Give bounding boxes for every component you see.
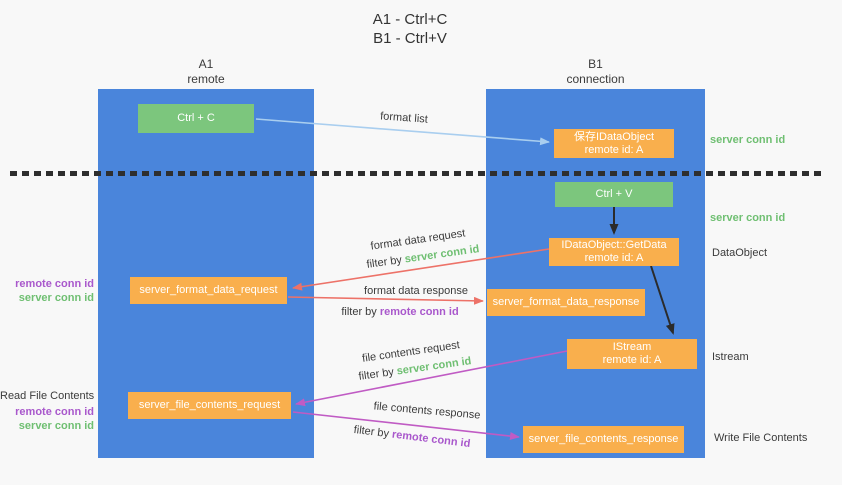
file-contents-response-label: file contents response [373,400,481,422]
filter-by-text-1: filter by [365,253,406,271]
column-header-a1: A1 remote [98,57,314,87]
write-file-contents-label: Write File Contents [714,432,808,444]
filter-by-text-4: filter by [353,423,393,441]
remote-conn-id-label-bottom-left: remote conn id [15,406,94,418]
ctrl-v-node: Ctrl + V [555,182,673,207]
format-data-response-label: format data response [364,285,468,297]
remote-conn-id-label-top-left: remote conn id [15,278,94,290]
format-data-response-arrow [287,296,484,305]
istream-line2: remote id: A [602,354,662,366]
server-conn-id-label-bottom-left: server conn id [18,420,94,432]
session-divider-dotted-line [10,171,823,176]
filter-by-remote-conn-id-label-2: filter by remote conn id [353,424,471,450]
getdata-line1: IDataObject::GetData [561,239,667,251]
file-request-label: server_file_contents_request [138,399,281,411]
ctrl-c-node: Ctrl + C [138,104,254,133]
server-file-contents-request-node: server_file_contents_request [128,392,291,419]
title-line-2: B1 - Ctrl+V [373,30,447,47]
save-idataobject-line1: 保存IDataObject [573,130,655,143]
server-format-data-request-node: server_format_data_request [130,277,287,304]
server-conn-id-label-mid-right: server conn id [710,212,786,224]
save-idataobject-line2: remote id: A [584,143,644,156]
title-line-1: A1 - Ctrl+C [372,11,448,28]
filter-by-text-3: filter by [357,365,398,383]
save-idataobject-node: 保存IDataObject remote id: A [554,129,674,158]
server-format-data-response-node: server_format_data_response [487,289,645,316]
conn-id-stack-top-left: remote conn id server conn id [0,277,94,305]
ctrl-v-label: Ctrl + V [595,188,633,200]
read-file-contents-label: Read File Contents [0,390,95,402]
server-file-contents-response-node: server_file_contents_response [523,426,684,453]
istream-line1: IStream [612,341,652,353]
remote-conn-id-text-1: remote conn id [379,306,459,318]
format-request-label: server_format_data_request [139,284,278,296]
conn-id-stack-bottom-left: remote conn id server conn id [0,405,94,433]
server-conn-id-label-top-right: server conn id [710,134,786,146]
idataobject-getdata-node: IDataObject::GetData remote id: A [549,238,679,266]
filter-by-text-2: filter by [341,306,380,318]
istream-node: IStream remote id: A [567,339,697,369]
getdata-line2: remote id: A [584,252,644,264]
server-conn-id-label-top-left: server conn id [18,292,94,304]
column-a1-name: A1 [198,57,214,71]
ctrl-c-label: Ctrl + C [177,112,215,124]
column-a1-role: remote [187,72,225,86]
format-list-label: format list [379,110,429,126]
diagram-title: A1 - Ctrl+C B1 - Ctrl+V [290,10,530,48]
file-response-label: server_file_contents_response [528,433,679,445]
column-b1-role: connection [566,72,625,86]
remote-conn-id-text-2: remote conn id [391,428,471,451]
dataobject-label: DataObject [712,247,768,259]
column-b1-name: B1 [588,57,603,71]
server-conn-id-text-1: server conn id [403,243,481,266]
format-response-label: server_format_data_response [492,296,640,308]
filter-by-remote-conn-id-label-1: filter by remote conn id [341,306,458,318]
istream-side-label: Istream [712,351,749,363]
column-header-b1: B1 connection [486,57,705,87]
